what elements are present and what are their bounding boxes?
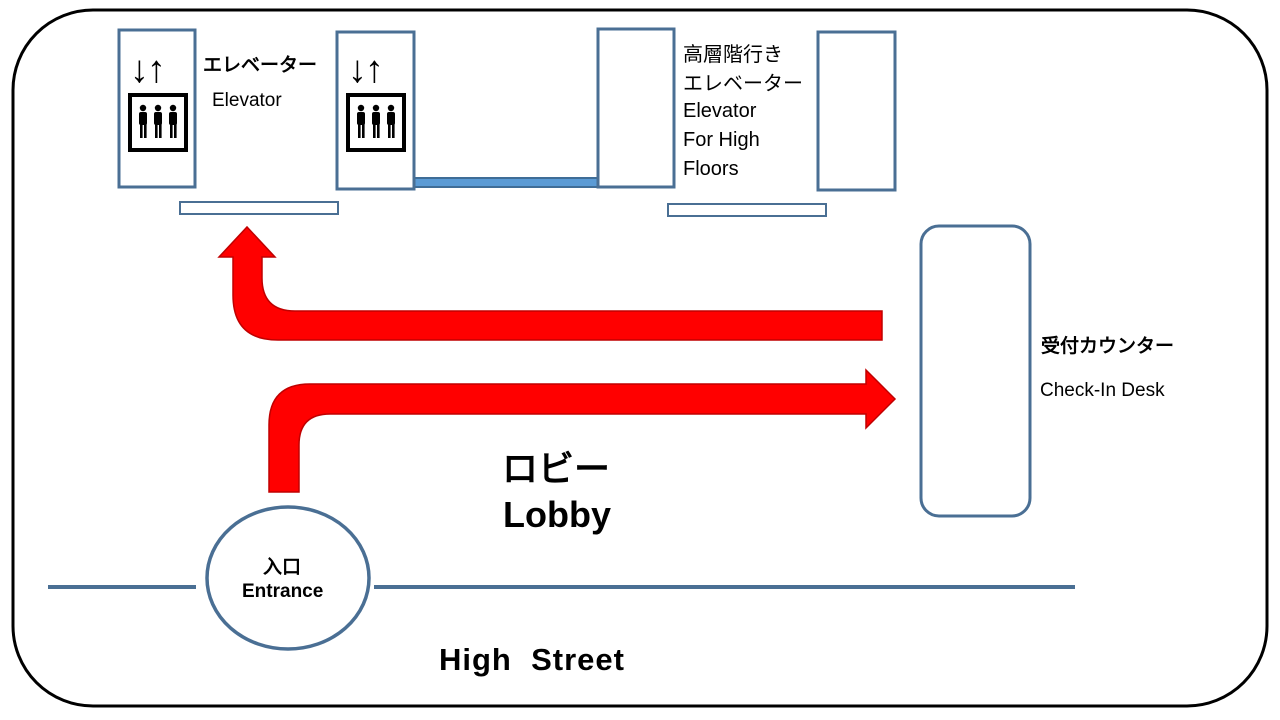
elevator-icon xyxy=(346,93,406,152)
entrance-label-en: Entrance xyxy=(242,581,324,602)
high-elevator-label-jp-2: エレベーター xyxy=(683,71,803,95)
lobby-label-en: Lobby xyxy=(503,494,611,535)
entrance-circle xyxy=(205,505,371,651)
street-label: High Street xyxy=(439,642,625,677)
high-elevator-label-en-2: For High xyxy=(683,129,760,151)
checkin-label-jp: 受付カウンター xyxy=(1041,335,1175,357)
down-arrow-icon: ↓ xyxy=(130,49,149,91)
corridor-connector xyxy=(413,177,601,188)
high-elevator-threshold xyxy=(667,203,827,217)
elevator-threshold xyxy=(179,201,339,215)
up-arrow-icon: ↑ xyxy=(365,49,384,91)
elevator-label-en: Elevator xyxy=(212,90,282,111)
lobby-label-jp: ロビー xyxy=(502,449,611,490)
elevator-arrows: ↓↑ xyxy=(130,48,166,92)
high-elevator-box-right xyxy=(816,30,897,192)
entrance-label-jp: 入口 xyxy=(263,556,302,578)
down-arrow-icon: ↓ xyxy=(348,49,367,91)
high-elevator-label-en-3: Floors xyxy=(683,158,739,180)
route-arrow-to-desk xyxy=(268,368,897,493)
route-arrow-to-elevators xyxy=(217,225,883,341)
checkin-label-en: Check-In Desk xyxy=(1040,380,1165,401)
up-arrow-icon: ↑ xyxy=(147,49,166,91)
checkin-desk xyxy=(919,224,1032,518)
elevator-icon xyxy=(128,93,188,152)
high-elevator-label-jp-1: 高層階行き xyxy=(683,42,783,66)
elevator-label-jp: エレベーター xyxy=(203,54,318,76)
high-elevator-label-en-1: Elevator xyxy=(683,100,757,122)
high-elevator-box-left xyxy=(596,27,676,189)
elevator-arrows: ↓↑ xyxy=(348,48,384,92)
